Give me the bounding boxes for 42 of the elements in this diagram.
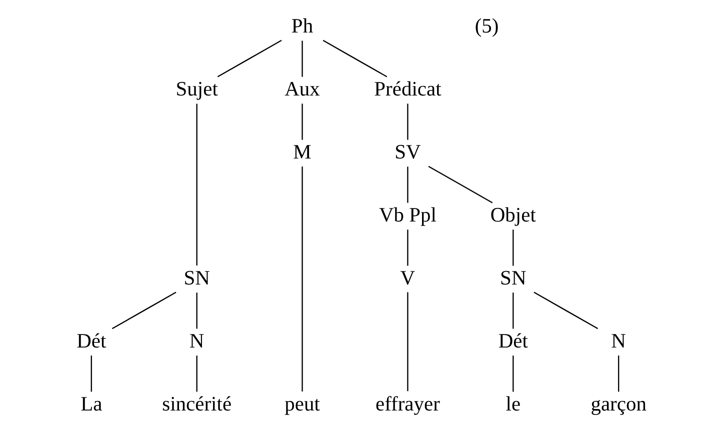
connector	[406, 104, 408, 140]
connector	[512, 230, 514, 266]
node-text: le	[505, 393, 520, 416]
node-text: Objet	[490, 204, 536, 226]
connector	[301, 40, 302, 77]
connector	[406, 292, 408, 392]
node-text: Vb Ppl	[378, 204, 436, 226]
node-text: garçon	[590, 393, 646, 416]
connector	[196, 104, 197, 266]
node-text: SN	[183, 267, 210, 290]
label: (5)	[474, 16, 498, 38]
node-text: peut	[284, 393, 320, 416]
node-text: sincérité	[162, 393, 232, 416]
connector	[216, 40, 282, 78]
connector	[301, 104, 302, 140]
connector	[111, 292, 176, 330]
node-text: La	[80, 393, 102, 416]
node-text: N	[610, 330, 626, 352]
connector	[512, 356, 514, 392]
connector	[533, 292, 598, 330]
node-text: M	[292, 141, 311, 164]
node-text: Ph	[290, 16, 313, 38]
node-text: V	[400, 267, 415, 290]
node-text: Aux	[284, 78, 320, 100]
node-text: SN	[500, 267, 526, 290]
node-text: Sujet	[175, 78, 218, 100]
connector	[406, 230, 408, 266]
connector	[322, 40, 387, 78]
node-text: effrayer	[374, 393, 440, 416]
connector	[618, 356, 619, 392]
connector	[90, 356, 92, 392]
connector	[406, 166, 408, 203]
connector	[196, 292, 197, 329]
node-text: SV	[394, 141, 420, 164]
node-text: Dét	[498, 330, 528, 352]
node-text: N	[188, 330, 204, 352]
connector	[512, 292, 514, 329]
connector	[196, 356, 197, 392]
connector	[301, 166, 302, 392]
connector	[428, 166, 492, 204]
node-text: Prédicat	[374, 78, 441, 100]
node-text: Dét	[76, 330, 106, 352]
